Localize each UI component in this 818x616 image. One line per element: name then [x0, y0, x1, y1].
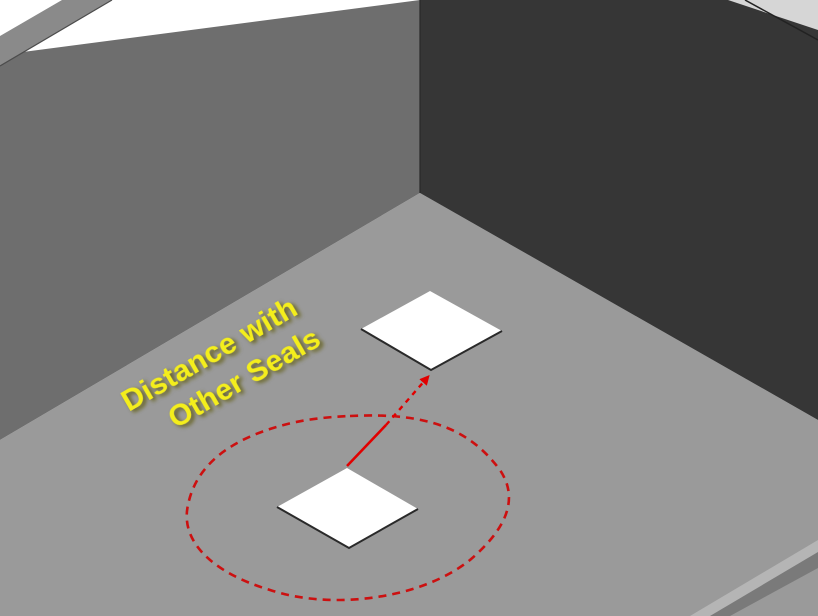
- back-wall: [420, 0, 818, 420]
- floor-right-rim-top: [690, 540, 818, 616]
- seal-upper-edge: [360, 328, 503, 372]
- distance-arrow-solid: [346, 424, 387, 467]
- floor: [0, 193, 818, 616]
- seal-lower-edge: [276, 506, 419, 550]
- distance-arrow-dashed: [385, 374, 430, 426]
- back-wall-top-edge-line: [744, 0, 818, 41]
- left-wall: [0, 0, 420, 440]
- distance-zone-outline: [185, 414, 511, 602]
- left-wall-top-edge-line: [0, 0, 113, 67]
